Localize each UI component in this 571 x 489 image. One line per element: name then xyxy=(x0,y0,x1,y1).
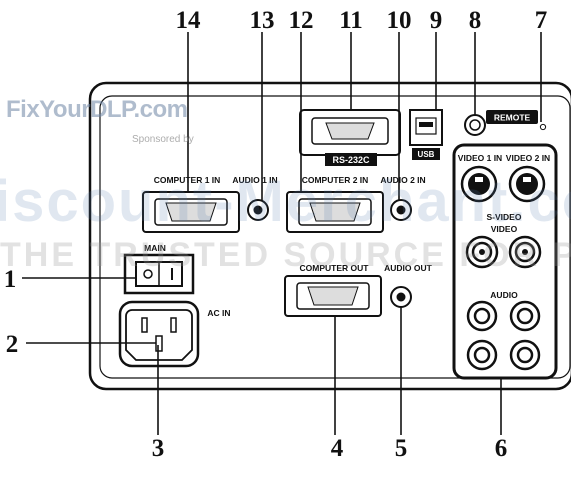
s-video-2-jack xyxy=(508,165,546,203)
remote-port xyxy=(464,110,547,136)
callout-6: 6 xyxy=(495,435,508,462)
audio-rca-jacks xyxy=(466,300,541,371)
remote-label: REMOTE xyxy=(494,113,531,123)
callout-5: 5 xyxy=(395,435,408,462)
usb-port xyxy=(409,109,443,160)
ac-in-label: AC IN xyxy=(207,308,230,318)
s-video-label: S-VIDEO xyxy=(487,212,522,222)
video-2-in-label: VIDEO 2 IN xyxy=(506,153,550,163)
rear-panel-outline xyxy=(88,81,571,391)
usb-label: USB xyxy=(418,150,435,159)
callout-2: 2 xyxy=(6,331,19,358)
video-2-jack xyxy=(508,235,542,269)
computer-1-in-port xyxy=(142,191,240,233)
audio-2-in-label: AUDIO 2 IN xyxy=(380,175,425,185)
callout-3: 3 xyxy=(152,435,165,462)
callout-13: 13 xyxy=(250,7,275,34)
watermark-overlay: iscount-Merchant.com xyxy=(0,169,571,234)
audio-out-label: AUDIO OUT xyxy=(384,263,433,273)
computer-out-label: COMPUTER OUT xyxy=(300,263,370,273)
callout-4: 4 xyxy=(331,435,344,462)
audio-label: AUDIO xyxy=(490,290,518,300)
computer-2-in-port xyxy=(286,191,384,233)
computer-out-port xyxy=(284,275,382,317)
main-label: MAIN xyxy=(144,243,166,253)
watermark-band: THE TRUSTED SOURCE FOR PROJECTOR xyxy=(0,236,571,274)
watermark-sponsored: Sponsored by xyxy=(132,134,194,145)
computer-1-in-label: COMPUTER 1 IN xyxy=(154,175,221,185)
callout-14: 14 xyxy=(176,7,202,34)
main-power-switch xyxy=(123,253,195,295)
callout-7: 7 xyxy=(535,7,548,34)
ac-in-socket xyxy=(118,300,200,368)
callout-12: 12 xyxy=(289,7,314,34)
audio-1-in-jack xyxy=(247,199,269,221)
video-1-jack xyxy=(465,235,499,269)
callout-10: 10 xyxy=(387,7,412,34)
video-label: VIDEO xyxy=(491,224,518,234)
watermark-logo: FixYourDLP.com xyxy=(6,96,188,123)
callout-11: 11 xyxy=(339,7,363,34)
rs232c-port xyxy=(299,109,401,166)
audio-out-jack xyxy=(390,286,412,308)
callout-1: 1 xyxy=(4,266,17,293)
audio-1-in-label: AUDIO 1 IN xyxy=(232,175,277,185)
callout-8: 8 xyxy=(469,7,482,34)
video-1-in-label: VIDEO 1 IN xyxy=(458,153,502,163)
computer-2-in-label: COMPUTER 2 IN xyxy=(302,175,369,185)
callout-9: 9 xyxy=(430,7,443,34)
audio-2-in-jack xyxy=(390,199,412,221)
s-video-1-jack xyxy=(460,165,498,203)
callout-leader-lines xyxy=(22,32,542,435)
rs232c-label: RS-232C xyxy=(332,155,370,165)
